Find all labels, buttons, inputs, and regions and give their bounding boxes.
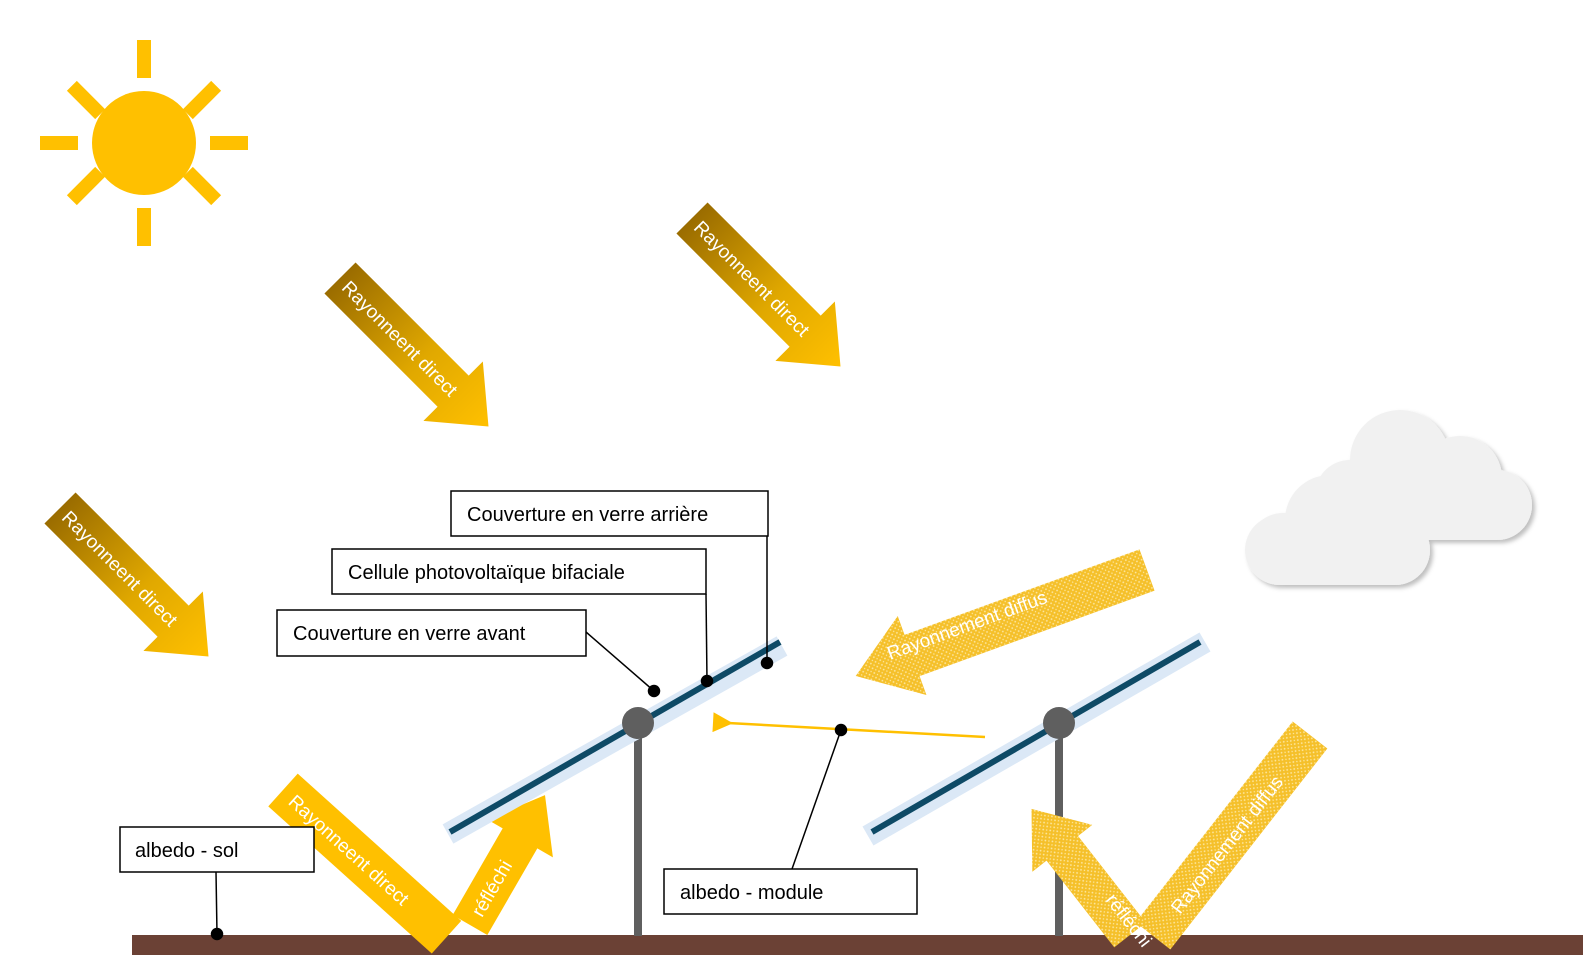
reflected-arrow-2 (1031, 808, 1146, 948)
diffuse-arrow-2-label: Rayonnement diffus (1167, 772, 1287, 918)
panel-right-pivot (1043, 707, 1075, 739)
direct-arrow-1: Rayonneent direct (44, 492, 209, 657)
ground (132, 935, 1583, 955)
albedo-module-arrow (712, 712, 986, 739)
panel-left-post (634, 722, 642, 936)
diffuse-arrow-2 (1135, 721, 1328, 950)
direct-arrow-2-label: Rayonneent direct (337, 277, 461, 401)
direct-arrow-3: Rayonneent direct (676, 202, 841, 367)
pv-panel-left (442, 636, 788, 936)
callout-albedo-ground: albedo - sol (119, 826, 315, 873)
callout-rear-glass: Couverture en verre arrière (450, 490, 769, 537)
callout-leaders (210, 536, 848, 941)
panel-right-cell (870, 639, 1202, 835)
callout-albedo-ground-text: albedo - sol (135, 840, 238, 862)
callout-albedo-module-text: albedo - module (680, 882, 823, 904)
panel-left-pivot (622, 707, 654, 739)
callout-albedo-module: albedo - module (663, 868, 918, 915)
direct-arrow-3-label: Rayonneent direct (689, 217, 813, 341)
sun-icon (40, 40, 248, 246)
direct-arrow-2: Rayonneent direct (324, 262, 489, 427)
cloud-icon (1245, 410, 1532, 585)
direct-arrow-1-label: Rayonneent direct (57, 507, 181, 631)
callout-bifacial-cell-text: Cellule photovoltaïque bifaciale (348, 562, 625, 584)
diffuse-arrow-1 (855, 549, 1155, 695)
callout-bifacial-cell: Cellule photovoltaïque bifaciale (331, 548, 707, 595)
callout-rear-glass-text: Couverture en verre arrière (467, 504, 708, 526)
callout-front-glass-text: Couverture en verre avant (293, 623, 526, 645)
panel-left-cell (448, 639, 782, 835)
callout-front-glass: Couverture en verre avant (276, 609, 587, 657)
